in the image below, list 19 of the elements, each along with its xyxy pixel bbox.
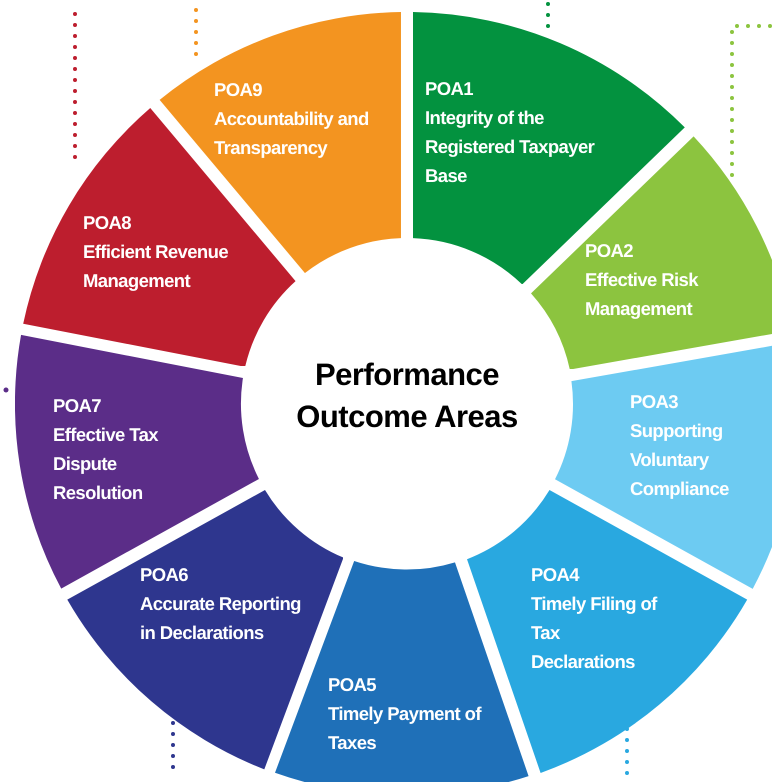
area-name: Accurate Reporting in Declarations xyxy=(140,592,302,645)
area-code: POA4 xyxy=(530,562,580,587)
area-code: POA9 xyxy=(214,78,263,102)
area-name: Effective Risk Management xyxy=(584,268,700,321)
area-code: POA7 xyxy=(52,394,102,418)
area-name: Timely Filing of Tax Declarations xyxy=(530,592,658,674)
area-code: POA3 xyxy=(630,390,679,414)
area-name: Efficient Revenue Management xyxy=(82,240,230,293)
area-name: Timely Payment of Taxes xyxy=(328,702,482,755)
area-code: POA2 xyxy=(584,238,634,263)
area-code: POA6 xyxy=(140,562,189,587)
area-name: Integrity of the Registered Taxpayer Base xyxy=(425,106,596,188)
area-name: Supporting Voluntary Compliance xyxy=(630,418,730,501)
area-name: Accountability and Transparency xyxy=(214,107,370,160)
area-code: POA5 xyxy=(328,672,377,697)
area-code: POA1 xyxy=(425,77,474,101)
area-code: POA8 xyxy=(82,210,132,235)
center-title: Performance Outcome Areas xyxy=(295,356,519,436)
area-name: Effective Tax Dispute Resolution xyxy=(52,422,160,505)
